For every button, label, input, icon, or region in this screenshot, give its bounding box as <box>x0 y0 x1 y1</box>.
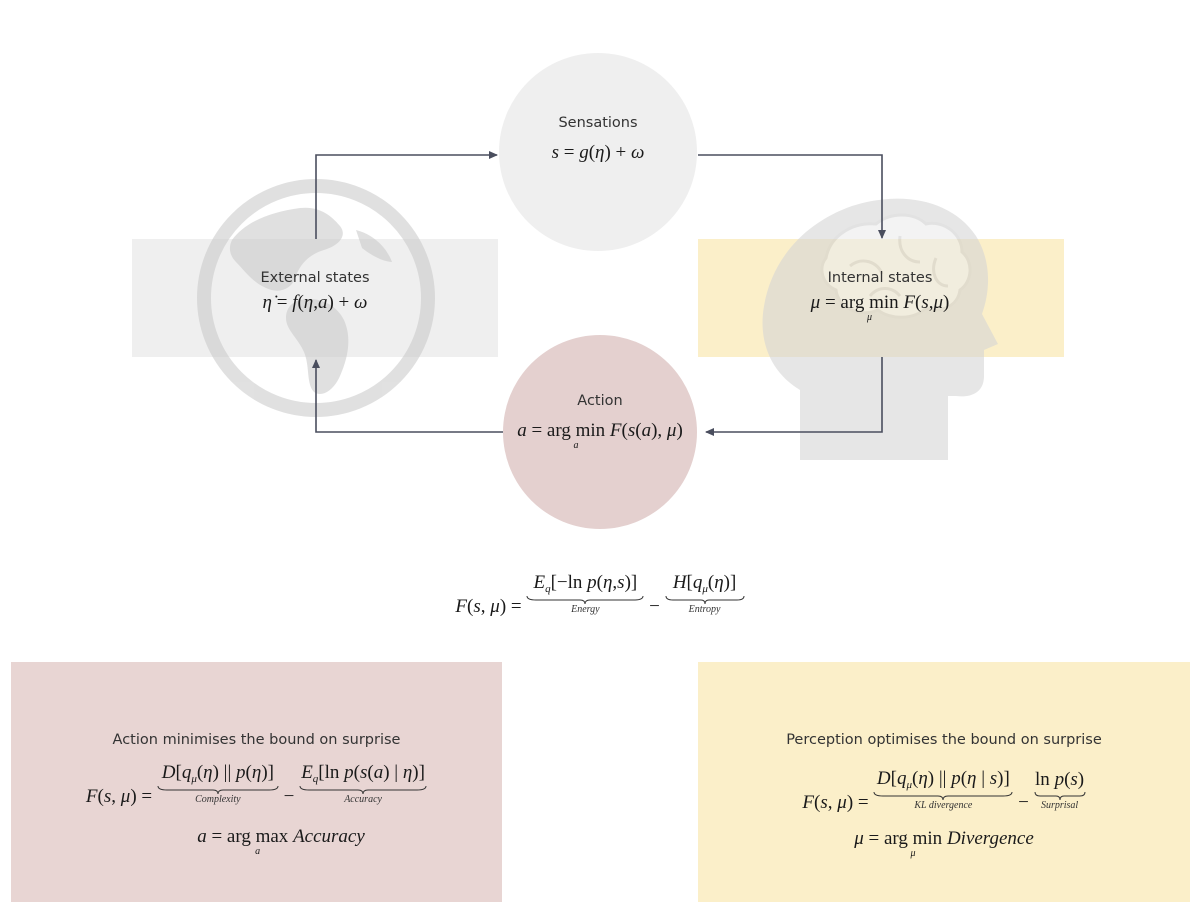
complexity-term: D[qμ(η) || p(η)] Complexity <box>157 762 279 805</box>
surprisal-term: ln p(s) Surprisal <box>1034 769 1086 811</box>
action-rule-word: Accuracy <box>293 826 365 847</box>
action-box-equation: F(s, μ) = D[qμ(η) || p(η)] Complexity − … <box>11 762 502 808</box>
arrow-action-to-external <box>312 359 503 433</box>
surprisal-caption: Surprisal <box>1040 800 1079 811</box>
perception-box-title: Perception optimises the bound on surpri… <box>786 732 1102 748</box>
external-states-equation: η̇ = f(η,a) + ω <box>262 292 368 313</box>
energy-term: Eq[−ln p(η,s)] Energy <box>526 572 644 615</box>
arrow-external-to-sensations <box>315 151 498 239</box>
entropy-term: H[qμ(η)] Entropy <box>665 572 745 615</box>
accuracy-caption: Accuracy <box>344 794 382 805</box>
kl-divergence-caption: KL divergence <box>914 800 973 811</box>
perception-rule-word: Divergence <box>946 828 1034 849</box>
arrow-internal-to-action <box>705 357 883 436</box>
kl-divergence-term: D[qμ(η) || p(η | s)] KL divergence <box>873 768 1013 811</box>
sensations-equation: s = g(η) + ω <box>551 142 645 163</box>
complexity-caption: Complexity <box>195 794 241 805</box>
sensations-circle <box>499 53 697 251</box>
accuracy-term: Eq[ln p(s(a) | η)] Accuracy <box>299 762 427 805</box>
perception-box-equation: F(s, μ) = D[qμ(η) || p(η | s)] KL diverg… <box>802 768 1086 813</box>
perception-box-bg <box>698 662 1190 902</box>
energy-caption: Energy <box>571 604 600 615</box>
external-states-label: External states <box>260 270 370 286</box>
action-circle <box>503 335 697 529</box>
free-energy-equation: F(s, μ) = Eq[−ln p(η,s)] Energy − H[qμ(η… <box>400 572 800 618</box>
action-box-bg <box>11 662 502 902</box>
internal-states-label: Internal states <box>827 270 933 286</box>
head-brain-icon <box>762 198 998 460</box>
sensations-label: Sensations <box>558 115 638 131</box>
action-box-title: Action minimises the bound on surprise <box>112 732 401 748</box>
entropy-caption: Entropy <box>688 604 721 615</box>
action-label: Action <box>577 393 623 409</box>
arrow-sensations-to-internal <box>698 154 886 239</box>
